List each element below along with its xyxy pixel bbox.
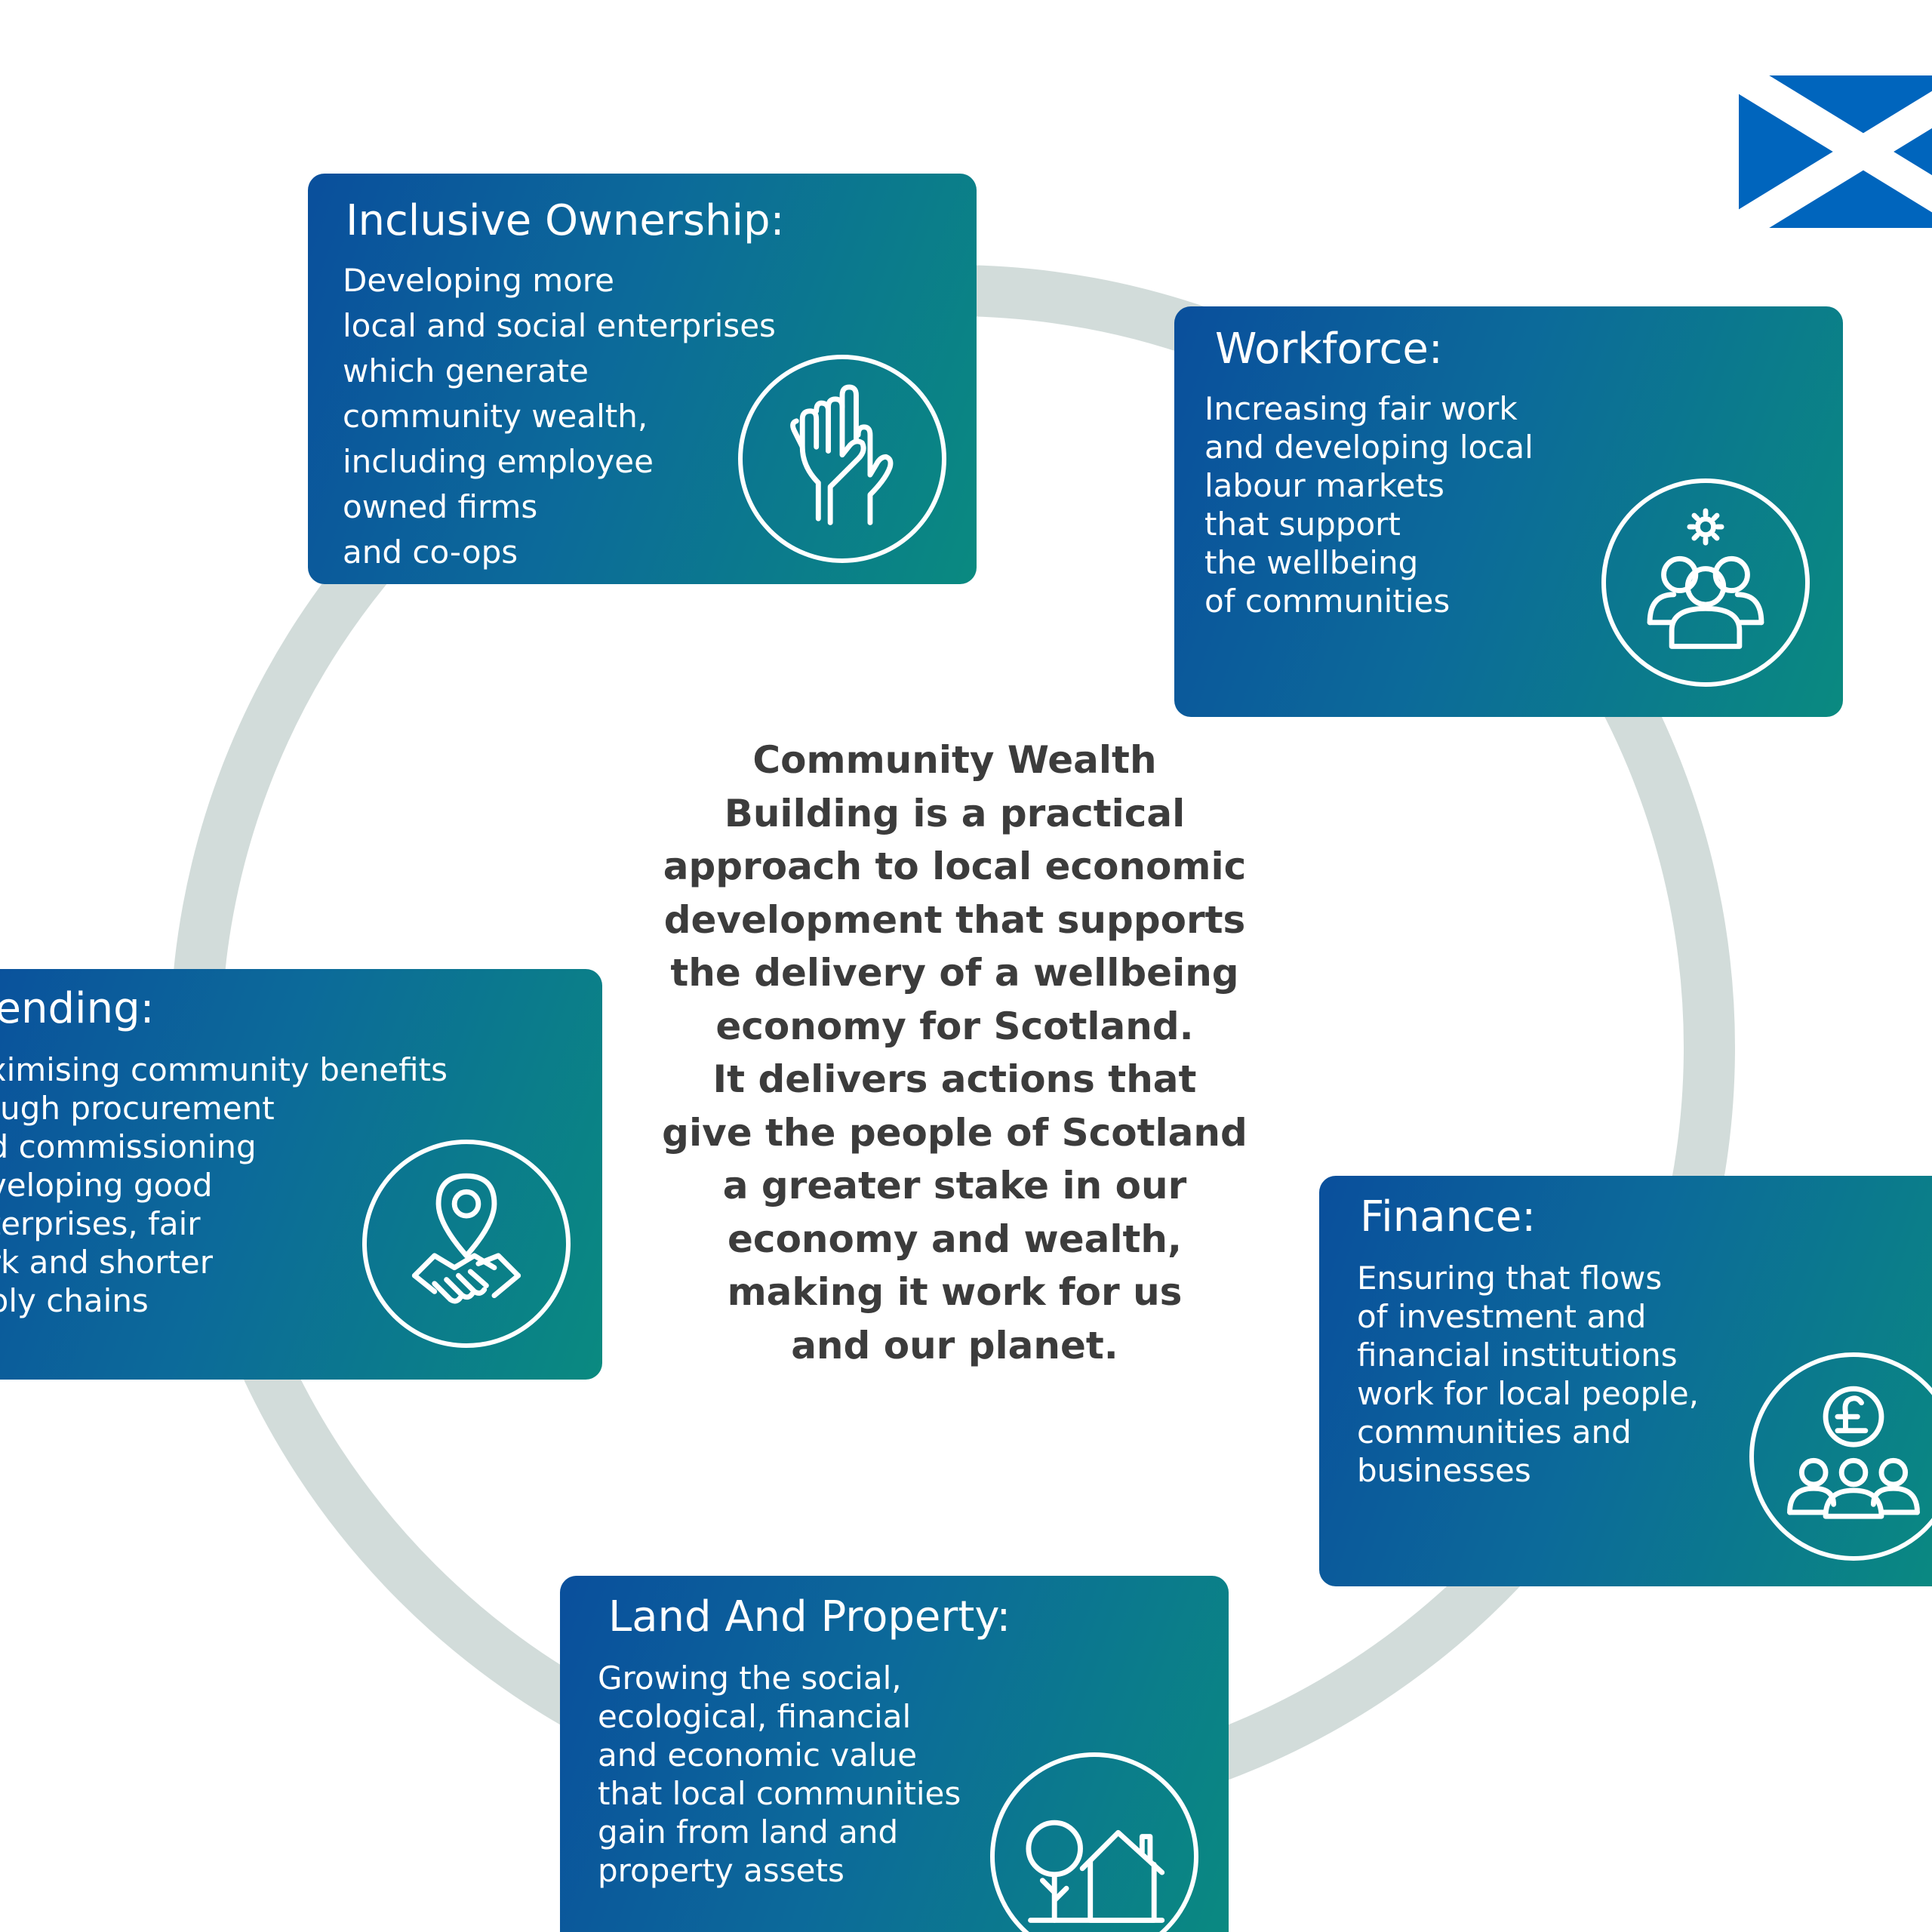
location-handshake-icon (362, 1140, 571, 1348)
body-line: pply chains (0, 1282, 149, 1319)
card-body: Growing the social, ecological, financia… (598, 1659, 961, 1890)
raised-hands-icon (738, 355, 946, 563)
center-line: It delivers actions that (712, 1057, 1197, 1101)
body-line: businesses (1357, 1452, 1531, 1489)
center-line: Community Wealth (752, 738, 1157, 782)
body-line: ecological, financial (598, 1698, 912, 1735)
scottish-saltire-flag-icon (1739, 75, 1932, 228)
body-line: owned firms (343, 488, 538, 525)
body-line: financial institutions (1357, 1337, 1678, 1374)
body-line: property assets (598, 1852, 844, 1889)
card-title: pending: (0, 984, 155, 1033)
body-line: ork and shorter (0, 1244, 214, 1281)
body-line: of communities (1204, 583, 1451, 620)
body-line: that support (1204, 506, 1401, 543)
body-line: Increasing fair work (1204, 390, 1518, 427)
body-line: eveloping good (0, 1167, 213, 1204)
card-title: Finance: (1360, 1192, 1537, 1241)
card-finance: Finance: Ensuring that flows of investme… (1319, 1176, 1932, 1586)
card-body: Ensuring that flows of investment and fi… (1357, 1259, 1699, 1490)
body-line: nterprises, fair (0, 1205, 201, 1242)
center-line: and our planet. (791, 1323, 1118, 1367)
body-line: of investment and (1357, 1298, 1647, 1335)
body-line: and economic value (598, 1737, 918, 1774)
body-line: including employee (343, 443, 654, 480)
body-line: and co-ops (343, 534, 518, 571)
center-line: the delivery of a wellbeing (670, 951, 1239, 995)
people-gear-icon (1601, 478, 1810, 687)
body-line: local and social enterprises (343, 307, 776, 344)
tree-house-icon (990, 1752, 1198, 1932)
body-line: communities and (1357, 1414, 1632, 1451)
card-spending: pending: aximising community benefits ro… (0, 969, 602, 1380)
card-body: aximising community benefits rough procu… (0, 1051, 448, 1320)
card-title: Workforce: (1215, 325, 1443, 374)
center-line: give the people of Scotland (662, 1110, 1247, 1155)
center-line: development that supports (663, 897, 1246, 942)
body-line: which generate (343, 352, 589, 389)
body-line: aximising community benefits (0, 1051, 448, 1088)
body-line: community wealth, (343, 398, 648, 435)
card-body: Developing more local and social enterpr… (343, 258, 776, 575)
body-line: the wellbeing (1204, 544, 1419, 581)
center-line: economy for Scotland. (715, 1004, 1194, 1048)
card-workforce: Workforce: Increasing fair work and deve… (1174, 306, 1843, 717)
body-line: labour markets (1204, 467, 1444, 504)
body-line: Developing more (343, 262, 614, 299)
card-inclusive-ownership: Inclusive Ownership: Developing more loc… (308, 174, 977, 584)
body-line: Ensuring that flows (1357, 1260, 1663, 1297)
body-line: and developing local (1204, 429, 1534, 466)
center-line: approach to local economic (663, 844, 1247, 888)
body-line: nd commissioning (0, 1128, 257, 1165)
center-line: a greater stake in our (722, 1164, 1187, 1208)
card-body: Increasing fair work and developing loca… (1204, 389, 1534, 620)
center-line: making it work for us (727, 1270, 1183, 1314)
card-land-and-property: Land And Property: Growing the social, e… (560, 1576, 1229, 1932)
body-line: rough procurement (0, 1090, 275, 1127)
body-line: Growing the social, (598, 1660, 902, 1697)
center-description: Community Wealth Building is a practical… (649, 734, 1260, 1372)
card-title: Land And Property: (608, 1592, 1011, 1641)
center-line: Building is a practical (724, 791, 1186, 835)
body-line: gain from land and (598, 1814, 899, 1850)
pound-people-icon (1749, 1352, 1932, 1561)
body-line: work for local people, (1357, 1375, 1700, 1412)
card-title: Inclusive Ownership: (346, 196, 785, 245)
body-line: that local communities (598, 1775, 961, 1812)
center-line: economy and wealth, (728, 1217, 1182, 1261)
